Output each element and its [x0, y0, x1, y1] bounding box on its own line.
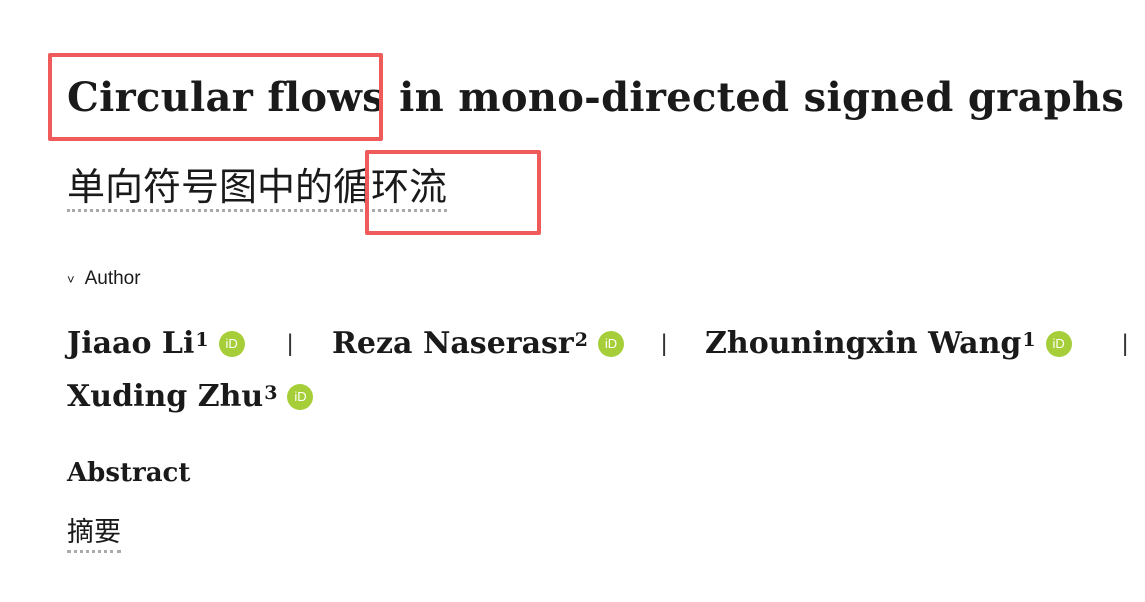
highlight-box-xunhuanliu — [365, 150, 541, 235]
author-toggle[interactable]: ˅ Author — [67, 268, 141, 290]
abstract-heading-chinese[interactable]: 摘要 — [67, 516, 121, 553]
chevron-down-icon: ˅ — [67, 272, 75, 287]
affiliation-number: 1 — [1022, 328, 1036, 351]
highlight-box-circular-flows — [48, 53, 383, 141]
orcid-icon[interactable]: iD — [597, 330, 624, 357]
author-name[interactable]: Reza Naserasr — [332, 326, 574, 361]
affiliation-number: 2 — [574, 328, 588, 351]
author-separator: | — [661, 330, 668, 357]
author-toggle-label: Author — [84, 268, 141, 289]
paper-title-chinese[interactable]: 单向符号图中的循环流 — [67, 165, 448, 212]
paper-title: Circular flows in mono-directed signed g… — [67, 74, 1125, 121]
author-name[interactable]: Xuding Zhu — [67, 379, 264, 414]
orcid-icon[interactable]: iD — [1045, 330, 1072, 357]
author-separator: | — [287, 330, 294, 357]
author-separator: | — [1122, 330, 1129, 357]
author-name[interactable]: Zhouningxin Wang — [705, 326, 1022, 361]
affiliation-number: 3 — [264, 381, 278, 404]
orcid-icon[interactable]: iD — [287, 383, 314, 410]
affiliation-number: 1 — [195, 328, 209, 351]
author-name[interactable]: Jiaao Li — [67, 326, 195, 361]
orcid-icon[interactable]: iD — [218, 330, 245, 357]
abstract-heading: Abstract — [67, 458, 191, 488]
